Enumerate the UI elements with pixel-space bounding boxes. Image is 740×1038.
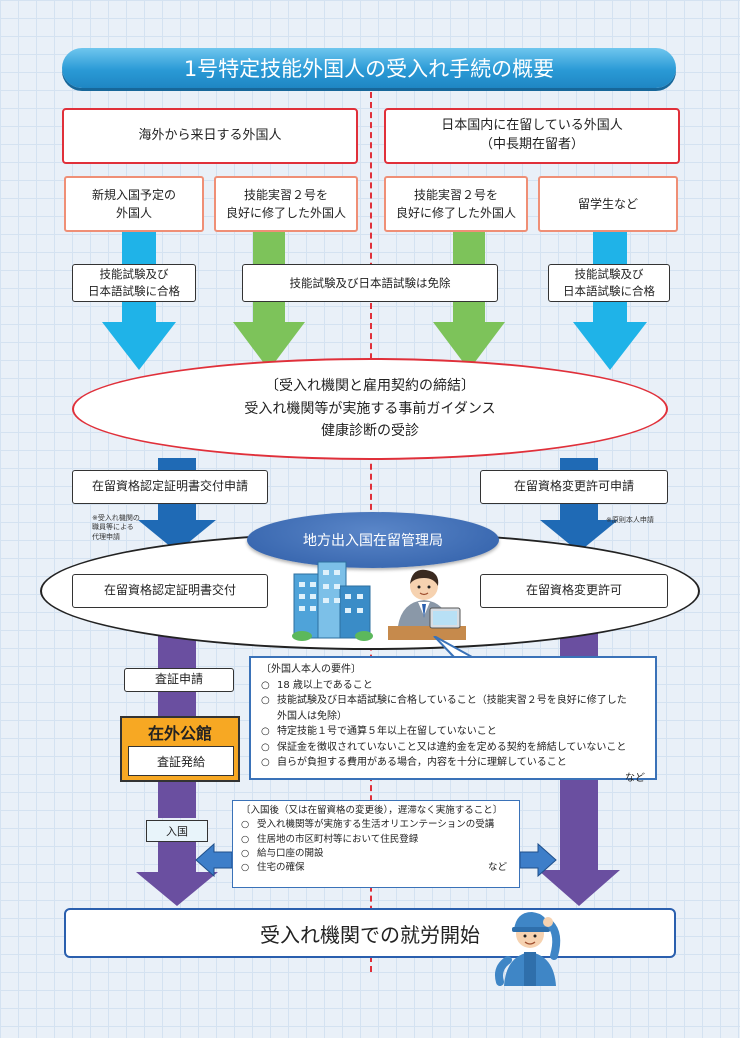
proxy-note-line2: 職員等による — [92, 523, 134, 532]
exam-pass-right: 技能試験及び 日本語試験に合格 — [548, 264, 670, 302]
requirements-heading: 〔外国人本人の要件〕 — [261, 664, 361, 675]
entry-label-box: 入国 — [146, 820, 208, 842]
exam-exempt-text: 技能試験及び日本語試験は免除 — [289, 275, 451, 290]
requirement-costs: 自らが負担する費用がある場合，内容を十分に理解していること — [277, 757, 567, 768]
bullet-icon: ○ — [261, 679, 270, 691]
category-student-text: 留学生など — [577, 197, 638, 211]
category-new-entry-line2: 外国人 — [115, 206, 152, 220]
category-trainee-left-line2: 良好に修了した外国人 — [225, 206, 346, 220]
requirement-item: ○ 18 歳以上であること — [261, 678, 645, 694]
origin-domestic-box: 日本国内に在留している外国人 （中長期在留者） — [384, 108, 680, 164]
office-buildings-icon — [292, 561, 373, 641]
requirement-exams: 技能試験及び日本語試験に合格していること（技能実習２号を良好に修了した — [277, 695, 627, 706]
after-entry-item: ○ 住宅の確保 — [241, 861, 511, 875]
navy-arrow-right — [540, 458, 618, 552]
bullet-icon: ○ — [261, 757, 270, 768]
employment-start-box: 受入れ機関での就労開始 — [64, 908, 676, 958]
employment-start-text: 受入れ機関での就労開始 — [260, 922, 480, 947]
requirement-age: 18 歳以上であること — [277, 679, 373, 691]
origin-overseas-box: 海外から来日する外国人 — [62, 108, 358, 164]
purple-arrow-left — [136, 842, 218, 906]
category-trainee-right-line1: 技能実習２号を — [413, 188, 498, 202]
after-entry-registration: 住居地の市区町村等において住民登録 — [257, 833, 419, 845]
exam-pass-left-line2: 日本語試験に合格 — [88, 284, 180, 298]
requirement-exams-continued: 外国人は免除） — [277, 710, 347, 722]
self-application-note: ※原則本人申請 — [606, 516, 676, 525]
requirement-item: 外国人は免除） — [261, 709, 645, 725]
self-note-text: ※原則本人申請 — [606, 516, 654, 524]
page-title-text: 1号特定技能外国人の受入れ手続の概要 — [183, 57, 555, 81]
exam-pass-right-line1: 技能試験及び — [574, 267, 644, 282]
requirement-stay-limit: 特定技能１号で通算５年以上在留していないこと — [277, 726, 497, 737]
visa-application-box: 査証申請 — [124, 668, 234, 692]
visa-issuance-text: 査証発給 — [156, 754, 205, 769]
requirement-item: ○ 自らが負担する費用がある場合，内容を十分に理解していること — [261, 755, 645, 771]
bullet-icon: ○ — [241, 819, 250, 831]
bureau-text: 地方出入国在留管理局 — [303, 533, 443, 549]
overseas-mission-box: 在外公館 査証発給 — [120, 716, 240, 782]
origin-domestic-line2: （中長期在留者） — [479, 137, 584, 152]
coe-issued-text: 在留資格認定証明書交付 — [103, 583, 236, 598]
blue-side-arrow-left — [195, 842, 233, 878]
after-entry-item: ○ 受入れ機関等が実施する生活オリエンテーションの受講 — [241, 818, 511, 832]
regional-immigration-bureau: 地方出入国在留管理局 — [247, 512, 499, 568]
proxy-note-line1: ※受入れ機関の — [92, 514, 140, 522]
exam-pass-left-line1: 技能試験及び — [99, 267, 169, 282]
entry-label-text: 入国 — [166, 825, 188, 838]
after-entry-box: 〔入国後（又は在留資格の変更後），遅滞なく実施すること〕 ○ 受入れ機関等が実施… — [232, 800, 520, 888]
origin-domestic-line1: 日本国内に在留している外国人 — [441, 118, 623, 134]
overseas-mission-title: 在外公館 — [147, 724, 212, 743]
requirement-item: ○ 保証金を徴収されていないこと又は違約金を定める契約を締結していないこと — [261, 740, 645, 756]
contract-line1: 〔受入れ機関と雇用契約の締結〕 — [265, 378, 475, 395]
exam-pass-left: 技能試験及び 日本語試験に合格 — [72, 264, 196, 302]
proxy-note-line3: 代理申請 — [92, 532, 120, 541]
origin-overseas-text: 海外から来日する外国人 — [138, 127, 282, 143]
category-new-entry: 新規入国予定の 外国人 — [64, 176, 204, 232]
contract-line2: 受入れ機関等が実施する事前ガイダンス — [244, 400, 496, 417]
after-entry-bank: 給与口座の開設 — [257, 847, 324, 859]
application-change-box: 在留資格変更許可申請 — [480, 470, 668, 504]
requirements-box: 〔外国人本人の要件〕 ○ 18 歳以上であること ○ 技能試験及び日本語試験に合… — [249, 656, 657, 784]
contract-line3: 健康診断の受診 — [321, 423, 419, 440]
worker-saluting-icon — [495, 912, 561, 986]
bullet-icon: ○ — [261, 741, 270, 753]
officer-at-desk-icon — [388, 569, 466, 640]
requirement-deposit: 保証金を徴収されていないこと又は違約金を定める契約を締結していないこと — [277, 741, 627, 753]
requirement-item: ○ 特定技能１号で通算５年以上在留していないこと — [261, 724, 645, 740]
bullet-icon: ○ — [241, 862, 250, 873]
blue-side-arrow-right — [519, 842, 557, 878]
category-trainee-right-line2: 良好に修了した外国人 — [395, 206, 516, 220]
category-trainee-right: 技能実習２号を 良好に修了した外国人 — [384, 176, 528, 232]
category-student: 留学生など — [538, 176, 678, 232]
application-change-text: 在留資格変更許可申請 — [513, 479, 634, 494]
application-coe-text: 在留資格認定証明書交付申請 — [91, 479, 248, 494]
after-entry-orientation: 受入れ機関等が実施する生活オリエンテーションの受講 — [257, 819, 495, 831]
after-entry-etc: など — [487, 862, 507, 874]
visa-application-text: 査証申請 — [154, 672, 203, 687]
application-coe-box: 在留資格認定証明書交付申請 — [72, 470, 268, 504]
after-entry-item: ○ 給与口座の開設 — [241, 847, 511, 861]
navy-arrow-left — [138, 458, 216, 552]
contract-ellipse: 〔受入れ機関と雇用契約の締結〕 受入れ機関等が実施する事前ガイダンス 健康診断の… — [72, 358, 668, 460]
bullet-icon: ○ — [261, 726, 270, 737]
requirements-etc: など — [625, 772, 645, 784]
after-entry-heading: 〔入国後（又は在留資格の変更後），遅滞なく実施すること〕 — [241, 805, 503, 816]
page-title: 1号特定技能外国人の受入れ手続の概要 — [62, 48, 676, 88]
after-entry-item: ○ 住居地の市区町村等において住民登録 — [241, 833, 511, 847]
exam-pass-right-line2: 日本語試験に合格 — [563, 284, 655, 298]
change-permitted-text: 在留資格変更許可 — [525, 583, 622, 598]
coe-issued-box: 在留資格認定証明書交付 — [72, 574, 268, 608]
proxy-application-note: ※受入れ機関の 職員等による 代理申請 — [92, 514, 156, 542]
category-new-entry-line1: 新規入国予定の — [91, 188, 176, 202]
after-entry-housing: 住宅の確保 — [257, 862, 305, 873]
category-trainee-left-line1: 技能実習２号を — [243, 188, 328, 202]
exam-exempt-box: 技能試験及び日本語試験は免除 — [242, 264, 498, 302]
bullet-icon: ○ — [241, 833, 250, 845]
bullet-icon: ○ — [261, 695, 270, 706]
bullet-icon: ○ — [241, 847, 250, 859]
requirement-item: ○ 技能試験及び日本語試験に合格していること（技能実習２号を良好に修了した — [261, 693, 645, 709]
visa-issuance-box: 査証発給 — [128, 746, 234, 776]
category-trainee-left: 技能実習２号を 良好に修了した外国人 — [214, 176, 358, 232]
change-permitted-box: 在留資格変更許可 — [480, 574, 668, 608]
